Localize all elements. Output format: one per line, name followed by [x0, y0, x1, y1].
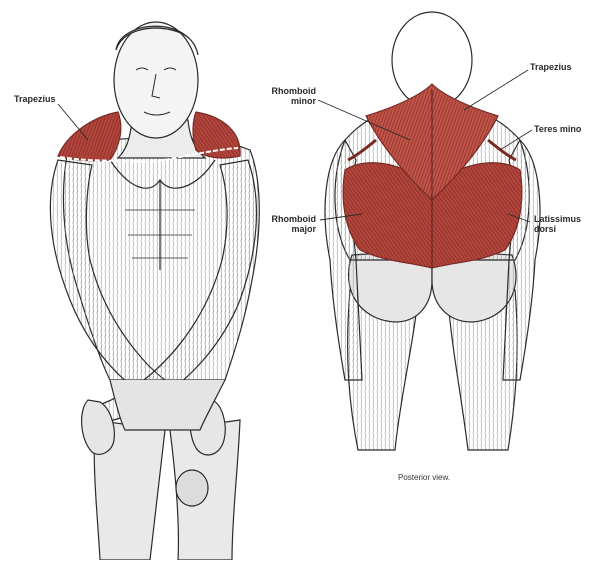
label-back-trapezius: Trapezius [530, 62, 572, 72]
label-latissimus-line1: Latissimus [534, 214, 581, 224]
label-teres-minor: Teres mino [534, 124, 581, 134]
front-figure [50, 22, 259, 560]
label-rhomboid-minor-line1: Rhomboid [258, 86, 316, 96]
label-rhomboid-major-line2: major [258, 224, 316, 234]
label-latissimus-line2: dorsi [534, 224, 581, 234]
label-front-trapezius: Trapezius [14, 94, 56, 104]
label-rhomboid-major-line1: Rhomboid [258, 214, 316, 224]
label-rhomboid-major: Rhomboid major [258, 214, 316, 234]
caption-posterior-view: Posterior view. [398, 473, 450, 482]
label-latissimus-dorsi: Latissimus dorsi [534, 214, 581, 234]
label-rhomboid-minor: Rhomboid minor [258, 86, 316, 106]
label-rhomboid-minor-line2: minor [258, 96, 316, 106]
back-figure [325, 12, 540, 450]
leader-back-trapezius [464, 70, 528, 110]
